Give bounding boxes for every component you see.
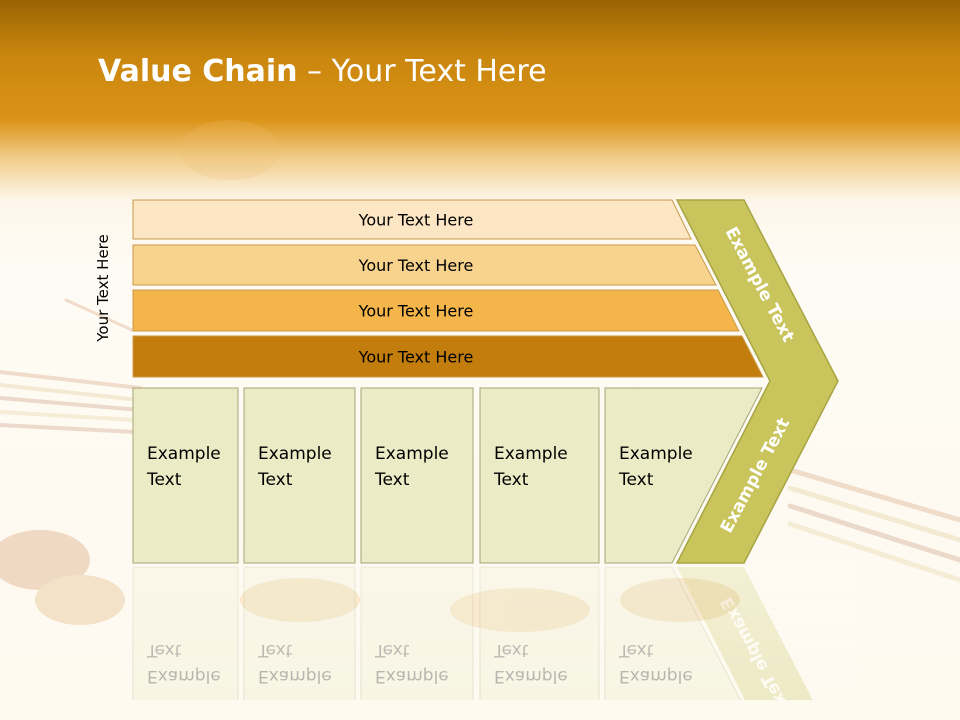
support-bar xyxy=(132,289,740,332)
primary-activity-label-line2: Text xyxy=(146,470,182,490)
primary-activity-label-line1: Example xyxy=(494,444,568,464)
primary-activity-label-line2: Text xyxy=(618,470,654,490)
support-bar-label: Your Text Here xyxy=(358,348,474,367)
title-bold: Value Chain xyxy=(98,54,298,89)
primary-activity-label-line2: Text xyxy=(374,470,410,490)
support-bar-label: Your Text Here xyxy=(358,211,474,230)
reflection: ExampleTextExampleTextExampleTextExample… xyxy=(120,565,860,700)
primary-activity-box xyxy=(360,387,474,564)
primary-activity-label-line1: Example xyxy=(258,444,332,464)
margin-chevron xyxy=(675,199,839,564)
primary-activity-box xyxy=(132,387,239,564)
primary-activity-label-line1: Example xyxy=(619,444,693,464)
primary-activity-box xyxy=(604,387,763,564)
primary-activity-box xyxy=(479,387,600,564)
support-bar xyxy=(132,335,764,378)
page-title: Value Chain – Your Text Here xyxy=(98,54,547,89)
primary-activity-box xyxy=(243,387,356,564)
primary-activity-label-line2: Text xyxy=(257,470,293,490)
primary-activity-label-line1: Example xyxy=(147,444,221,464)
support-bar xyxy=(132,199,692,240)
primary-activity-label-line2: Text xyxy=(493,470,529,490)
support-bar xyxy=(132,244,717,286)
title-rest: – Your Text Here xyxy=(297,54,547,89)
support-bar-label: Your Text Here xyxy=(358,256,474,275)
support-bar-label: Your Text Here xyxy=(358,302,474,321)
primary-activity-label-line1: Example xyxy=(375,444,449,464)
